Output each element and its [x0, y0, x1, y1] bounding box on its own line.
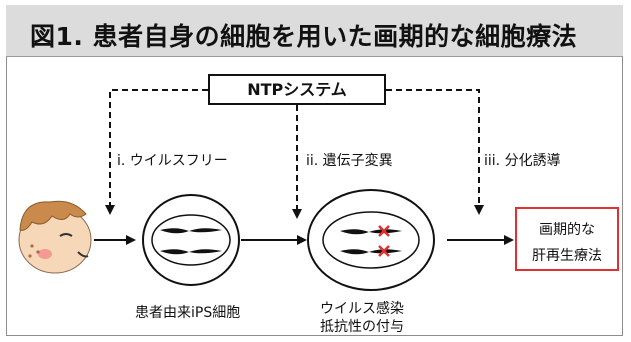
dashed-line-to-step-i	[105, 89, 208, 215]
resistant-cell	[307, 189, 435, 291]
mutation-mark-icon	[378, 225, 390, 257]
title-bar: 図1. 患者自身の細胞を用いた画期的な細胞療法	[6, 5, 623, 57]
resistant-label-line1: ウイルス感染	[320, 301, 404, 317]
figure-frame	[6, 5, 623, 336]
result-line1: 画期的な	[539, 222, 595, 238]
ips-cell-label: 患者由来iPS細胞	[135, 305, 241, 321]
step-ii-label: ii. 遺伝子変異	[306, 153, 393, 169]
result-line2: 肝再生療法	[532, 248, 602, 264]
patient-face-icon	[18, 200, 92, 274]
chromosome-lower	[160, 249, 222, 255]
result-box: 画期的な 肝再生療法	[515, 207, 619, 271]
step-i-label: i. ウイルスフリー	[117, 153, 228, 169]
ips-cell	[142, 194, 240, 286]
ntp-system-box: NTPシステム	[208, 74, 386, 105]
chromosome-upper	[160, 228, 222, 234]
ntp-dashed-connectors	[105, 89, 484, 219]
figure-title: 図1. 患者自身の細胞を用いた画期的な細胞療法	[30, 22, 578, 51]
resistant-label-line2: 抵抗性の付与	[320, 319, 404, 335]
dashed-line-to-step-iii	[386, 89, 484, 215]
step-iii-label: iii. 分化誘導	[484, 153, 561, 169]
ips-nucleus	[151, 214, 231, 266]
resistant-nucleus	[322, 211, 420, 269]
